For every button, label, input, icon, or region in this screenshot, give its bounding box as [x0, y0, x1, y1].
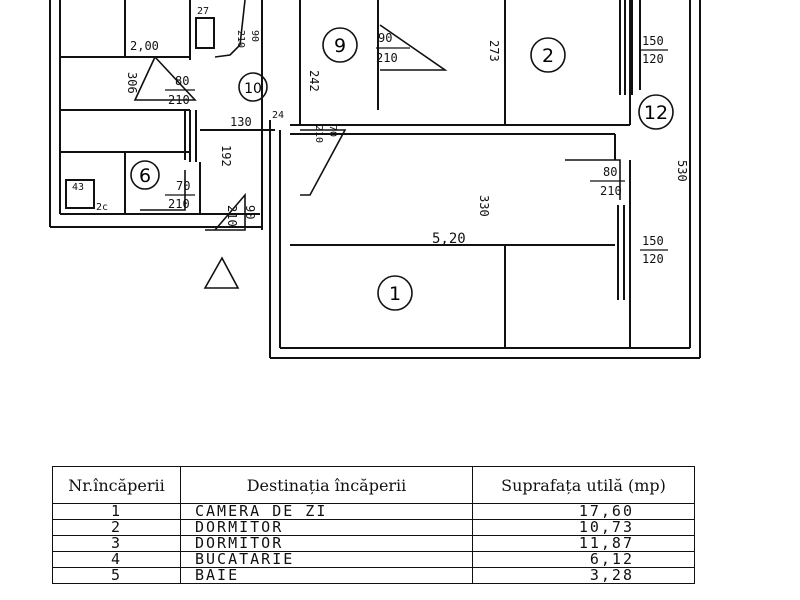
table-row: 2 DORMITOR 10,73	[52, 519, 695, 536]
dim-2c: 2c	[96, 202, 108, 213]
dim-43: 43	[72, 182, 84, 193]
row-destination: DORMITOR	[180, 519, 473, 536]
header-destination: Destinația încăperii	[180, 466, 473, 504]
header-room-no: Nr.încăperii	[52, 466, 181, 504]
door-b-height: 210	[376, 51, 398, 65]
window-c-height: 210	[235, 30, 246, 48]
door-d-width: 90	[243, 205, 257, 219]
row-destination: BUCATARIE	[180, 551, 473, 568]
window-b-height: 120	[642, 252, 664, 266]
row-area: 10,73	[472, 519, 695, 536]
dim-130: 130	[230, 115, 252, 129]
header-area: Suprafața utilă (mp)	[472, 466, 695, 504]
dim-242: 242	[307, 70, 321, 92]
dim-520: 5,20	[432, 231, 466, 247]
room-label-2: 2	[542, 45, 554, 67]
window-a-height: 120	[642, 52, 664, 66]
door-a-width: 80	[175, 74, 189, 88]
window-a-width: 150	[642, 34, 664, 48]
room-label-1: 1	[389, 283, 401, 305]
row-room-no: 5	[52, 567, 181, 584]
row-room-no: 3	[52, 535, 181, 552]
dim-330: 330	[477, 195, 491, 217]
room-label-12: 12	[644, 102, 668, 124]
row-area: 3,28	[472, 567, 695, 584]
row-room-no: 4	[52, 551, 181, 568]
floor-plan: 1 2 6 9 10 12 2,00 306 130 242 273 330 5…	[49, 0, 701, 359]
room-label-9: 9	[334, 35, 346, 57]
dim-24: 24	[272, 110, 284, 121]
table-row: 1 CAMERA DE ZI 17,60	[52, 503, 695, 520]
door-b-width: 90	[378, 31, 392, 45]
rooms-table: Nr.încăperii Destinația încăperii Supraf…	[52, 466, 695, 584]
door-a-height: 210	[168, 93, 190, 107]
table-row: 3 DORMITOR 11,87	[52, 535, 695, 552]
dim-192: 192	[219, 145, 233, 167]
door-e-height: 210	[600, 184, 622, 198]
dim-306: 306	[125, 72, 139, 94]
dim-530: 530	[675, 160, 689, 182]
dim-273: 273	[487, 40, 501, 62]
north-arrow	[203, 256, 240, 289]
door-swings	[133, 0, 621, 231]
row-area: 6,12	[472, 551, 695, 568]
room-label-6: 6	[139, 165, 151, 187]
row-destination: CAMERA DE ZI	[180, 503, 473, 520]
table-row: 4 BUCATARIE 6,12	[52, 551, 695, 568]
room-label-10: 10	[244, 81, 262, 97]
door-c-height: 210	[168, 197, 190, 211]
table-header-row: Nr.încăperii Destinația încăperii Supraf…	[52, 466, 695, 504]
row-room-no: 1	[52, 503, 181, 520]
window-b-width: 150	[642, 234, 664, 248]
window-c-width: 90	[249, 30, 260, 42]
row-area: 11,87	[472, 535, 695, 552]
door-d-height: 210	[225, 205, 239, 227]
table-row: 5 BAIE 3,28	[52, 567, 695, 584]
room-numbers: 1 2 6 9 10 12	[130, 27, 674, 311]
dimension-labels: 2,00 306 130 242 273 330 5,20 192 530 27…	[72, 6, 689, 247]
dim-27: 27	[197, 6, 209, 17]
row-destination: DORMITOR	[180, 535, 473, 552]
door-e-width: 80	[603, 165, 617, 179]
walls	[49, 0, 701, 359]
row-destination: BAIE	[180, 567, 473, 584]
row-room-no: 2	[52, 519, 181, 536]
dim-200: 2,00	[130, 39, 159, 53]
windows	[184, 0, 633, 300]
door-c-width: 70	[176, 179, 190, 193]
opening-labels: 80 210 90 210 70 210 90 210 80 210 70 21…	[165, 30, 668, 266]
door-f-height: 210	[313, 125, 324, 143]
door-f-width: 70	[327, 125, 338, 137]
row-area: 17,60	[472, 503, 695, 520]
